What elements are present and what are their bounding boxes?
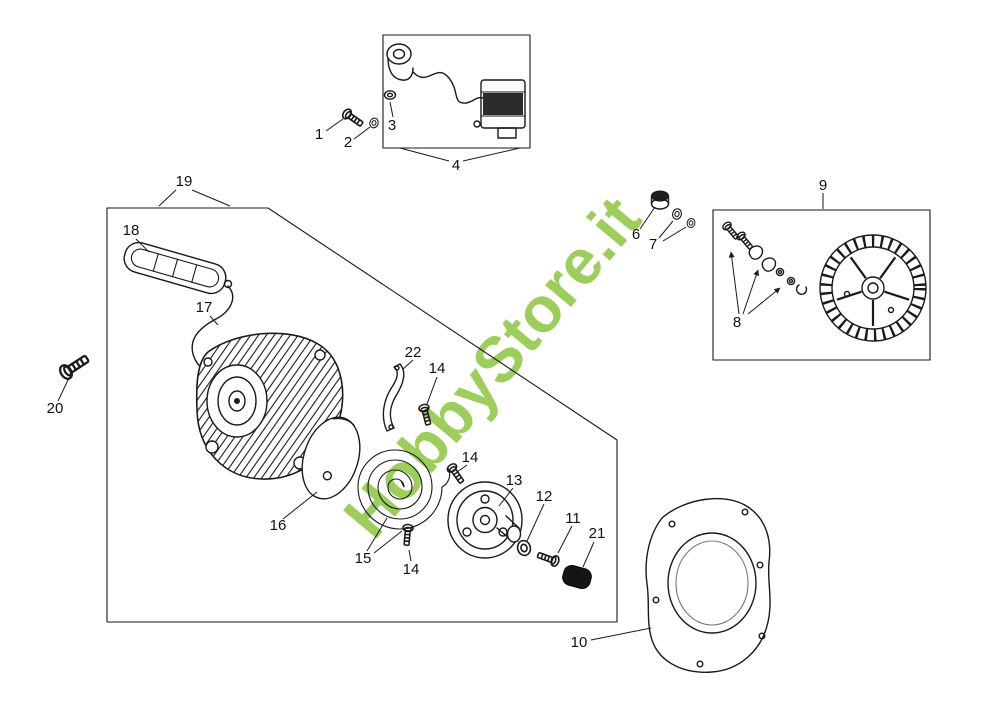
- part-label-2: 2: [344, 134, 352, 151]
- part-label-21: 21: [589, 525, 606, 542]
- part-label-1: 1: [315, 126, 323, 143]
- part-4-ignition-coil: [386, 43, 526, 139]
- part-8-pawl-kit: [720, 219, 808, 315]
- part-7-washers: [670, 207, 697, 229]
- part-label-22: 22: [405, 344, 422, 361]
- part-label-9: 9: [819, 177, 827, 194]
- part-17-starter-rope: [191, 285, 234, 372]
- part-label-19: 19: [176, 173, 193, 190]
- part-label-14a: 14: [429, 360, 446, 377]
- part-3-grommet: [383, 90, 397, 100]
- part-12-washer: [515, 538, 533, 558]
- part-22-bracket: [382, 363, 405, 432]
- starter-group-box: [106, 207, 618, 623]
- part-label-4: 4: [452, 157, 460, 174]
- part-11-bolt: [535, 549, 562, 569]
- flywheel-group-box: [712, 209, 931, 361]
- part-10-fan-housing: [645, 497, 771, 673]
- part-label-13: 13: [506, 472, 523, 489]
- coil-group-box: [382, 34, 531, 149]
- part-6-nut: [650, 190, 670, 210]
- part-21-cap: [562, 565, 592, 589]
- part-label-20: 20: [47, 400, 64, 417]
- part-label-6: 6: [632, 226, 640, 243]
- part-16-cover-plate: [301, 416, 361, 500]
- part-1-screw: [340, 106, 366, 130]
- starter-cover: [195, 332, 344, 480]
- part-label-14c: 14: [403, 561, 420, 578]
- part-13-pulley: [447, 481, 523, 559]
- part-label-10: 10: [571, 634, 588, 651]
- flywheel: [819, 234, 927, 342]
- part-label-14b: 14: [462, 449, 479, 466]
- part-label-7: 7: [649, 236, 657, 253]
- leader-lines: [57, 101, 824, 641]
- part-label-8: 8: [733, 314, 741, 331]
- part-label-18: 18: [123, 222, 140, 239]
- part-18-starter-handle: [123, 241, 233, 295]
- part-labels: 1 2 3 4 6 7 8 9 10 11 12 13 14 14 14 15 …: [47, 117, 828, 651]
- part-label-17: 17: [196, 299, 213, 316]
- part-20-screw: [56, 351, 93, 383]
- part-label-15: 15: [355, 550, 372, 567]
- part-label-16: 16: [270, 517, 287, 534]
- part-15-rewind-spring: [357, 449, 451, 530]
- part-label-3: 3: [388, 117, 396, 134]
- part-label-12: 12: [536, 488, 553, 505]
- part-label-11: 11: [565, 510, 581, 527]
